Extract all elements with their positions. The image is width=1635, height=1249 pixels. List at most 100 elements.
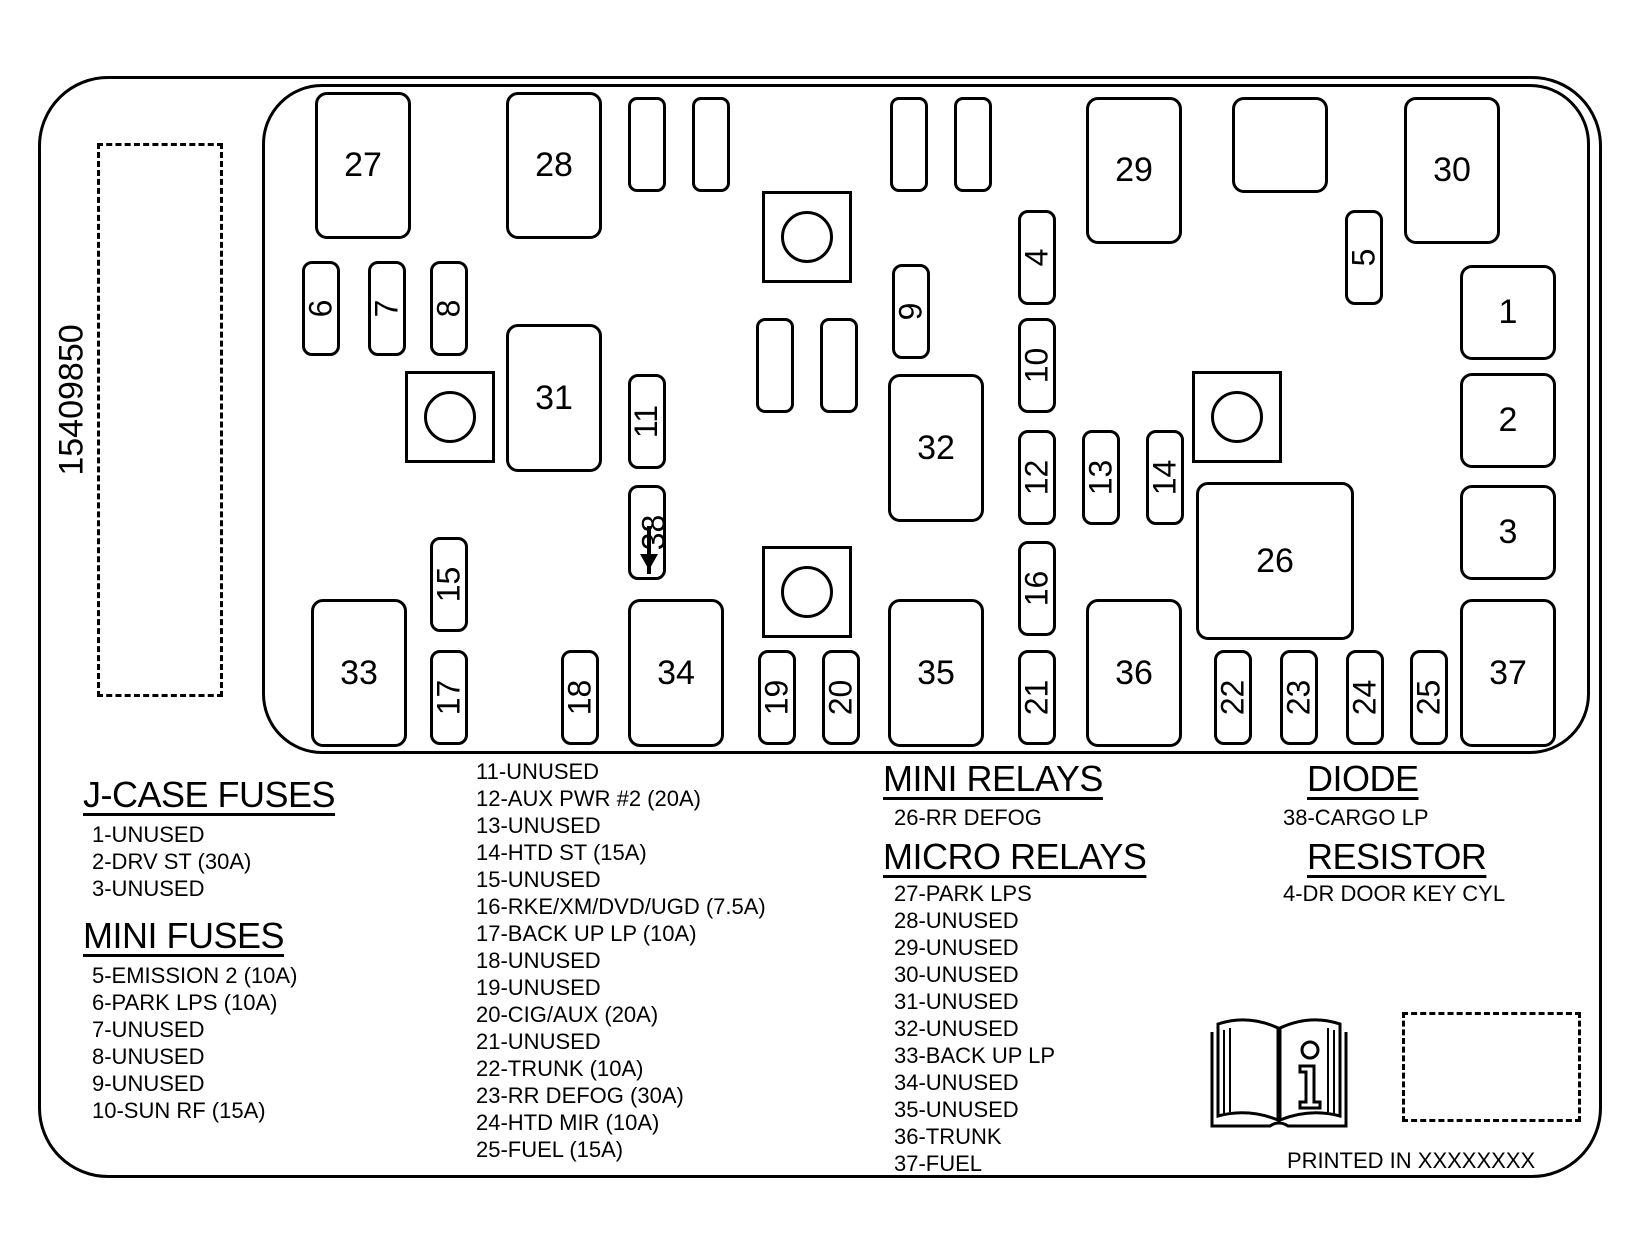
list-item: 28-UNUSED <box>894 908 1019 933</box>
mini-fuse-20: 20 <box>822 650 860 745</box>
empty-fuse-slot <box>756 318 794 413</box>
mini-fuse-24: 24 <box>1346 650 1384 745</box>
list-item: 29-UNUSED <box>894 935 1019 960</box>
mini-fuse-19: 19 <box>758 650 796 745</box>
block-label: 27 <box>344 146 382 184</box>
mini-fuse-6: 6 <box>302 261 340 356</box>
block-label: 26 <box>1256 541 1294 580</box>
jcase-fuse-3: 3 <box>1460 485 1556 580</box>
list-item: 10-SUN RF (15A) <box>92 1098 266 1123</box>
empty-fuse-slot <box>954 97 992 192</box>
relay-27: 27 <box>315 92 411 239</box>
mini-fuse-14: 14 <box>1146 430 1184 525</box>
jcase-fuse-2: 2 <box>1460 373 1556 468</box>
list-item: 27-PARK LPS <box>894 881 1032 906</box>
fuse-label: 21 <box>1018 679 1055 716</box>
fuse-label: 7 <box>368 299 405 318</box>
mini-fuses-heading: MINI FUSES <box>83 915 285 956</box>
block-label: 29 <box>1115 151 1153 189</box>
stamp-placeholder <box>1402 1012 1581 1122</box>
list-item: 13-UNUSED <box>476 813 601 838</box>
block-label: 33 <box>340 653 378 692</box>
block-label: 35 <box>917 653 955 692</box>
block-label: 3 <box>1498 513 1518 551</box>
empty-fuse-slot <box>692 97 730 192</box>
fuse-label: 14 <box>1146 459 1183 496</box>
mini-fuse-8: 8 <box>430 261 468 356</box>
printed-in-text: PRINTED IN XXXXXXXX <box>1287 1148 1536 1173</box>
fuse-label: 19 <box>758 679 795 716</box>
mini-fuse-23: 23 <box>1280 650 1318 745</box>
resistor-list: 4-DR DOOR KEY CYL <box>1283 880 1505 907</box>
relay-35: 35 <box>888 599 984 747</box>
block-label: 37 <box>1489 653 1527 692</box>
micro-relays-heading: MICRO RELAYS <box>883 836 1147 877</box>
jcase-heading: J-CASE FUSES <box>83 774 336 815</box>
terminal-hole <box>424 391 476 443</box>
list-item: 1-UNUSED <box>92 822 205 847</box>
list-item: 3-UNUSED <box>92 876 205 901</box>
list-item: 26-RR DEFOG <box>894 805 1042 830</box>
part-number: 15409850 <box>52 324 91 476</box>
list-item: 36-TRUNK <box>894 1124 1002 1149</box>
list-item: 8-UNUSED <box>92 1044 205 1069</box>
list-item: 34-UNUSED <box>894 1070 1019 1095</box>
list-item: 2-DRV ST (30A) <box>92 849 252 874</box>
list-item: 14-HTD ST (15A) <box>476 840 647 865</box>
list-item: 6-PARK LPS (10A) <box>92 990 278 1015</box>
list-item: 4-DR DOOR KEY CYL <box>1283 881 1506 906</box>
list-item: 37-FUEL <box>894 1151 983 1176</box>
block-label: 30 <box>1433 151 1471 189</box>
diode-list: 38-CARGO LP <box>1283 804 1429 831</box>
jcase-list: 1-UNUSED 2-DRV ST (30A) 3-UNUSED <box>92 821 251 902</box>
fuse-label: 18 <box>561 679 598 716</box>
list-item: 11-UNUSED <box>476 759 600 784</box>
fuse-label: 11 <box>628 404 665 439</box>
block-label: 34 <box>657 653 695 692</box>
list-item: 19-UNUSED <box>476 975 601 1000</box>
mini-fuse-10: 10 <box>1018 318 1056 413</box>
mini-fuse-13: 13 <box>1082 430 1120 525</box>
list-item: 35-UNUSED <box>894 1097 1019 1122</box>
mini-fuse-17: 17 <box>430 650 468 745</box>
list-item: 33-BACK UP LP <box>894 1043 1056 1068</box>
mini-relays-heading: MINI RELAYS <box>883 758 1103 799</box>
owner-manual-info-icon <box>1210 1018 1348 1128</box>
block-label: 2 <box>1498 401 1518 439</box>
list-item: 20-CIG/AUX (20A) <box>476 1002 659 1027</box>
terminal-hole <box>781 211 833 263</box>
mini-fuse-4: 4 <box>1018 210 1056 305</box>
mini-relays-list: 26-RR DEFOG <box>894 804 1042 831</box>
list-item: 24-HTD MIR (10A) <box>476 1110 660 1135</box>
mini-fuse-22: 22 <box>1214 650 1252 745</box>
down-arrow-icon <box>640 526 658 574</box>
terminal-hole <box>1211 391 1263 443</box>
mini-fuse-7: 7 <box>368 261 406 356</box>
bolt-terminal <box>1192 371 1282 463</box>
block-label: 32 <box>917 428 955 467</box>
empty-fuse-slot <box>820 318 858 413</box>
mini-fuse-12: 12 <box>1018 430 1056 525</box>
block-label: 28 <box>535 146 573 184</box>
empty-fuse-slot <box>890 97 928 192</box>
mini-fuse-11: 11 <box>628 374 666 469</box>
relay-37: 37 <box>1460 599 1556 747</box>
list-item: 18-UNUSED <box>476 948 601 973</box>
empty-fuse-slot <box>628 97 666 192</box>
mini-fuse-9: 9 <box>892 264 930 359</box>
relay-30: 30 <box>1404 97 1500 244</box>
fuse-block-outline <box>262 84 1590 754</box>
diode-heading: DIODE <box>1307 758 1419 799</box>
relay-34: 34 <box>628 599 724 747</box>
list-item: 12-AUX PWR #2 (20A) <box>476 786 701 811</box>
fuse-label: 6 <box>302 299 339 318</box>
block-label: 36 <box>1115 653 1153 692</box>
list-item: 23-RR DEFOG (30A) <box>476 1083 684 1108</box>
relay-31: 31 <box>506 324 602 472</box>
mini-fuse-15: 15 <box>430 537 468 632</box>
jcase-fuse-1: 1 <box>1460 265 1556 360</box>
fuse-label: 12 <box>1018 459 1055 496</box>
fuse-label: 24 <box>1346 679 1383 716</box>
fuse-label: 13 <box>1082 459 1119 496</box>
